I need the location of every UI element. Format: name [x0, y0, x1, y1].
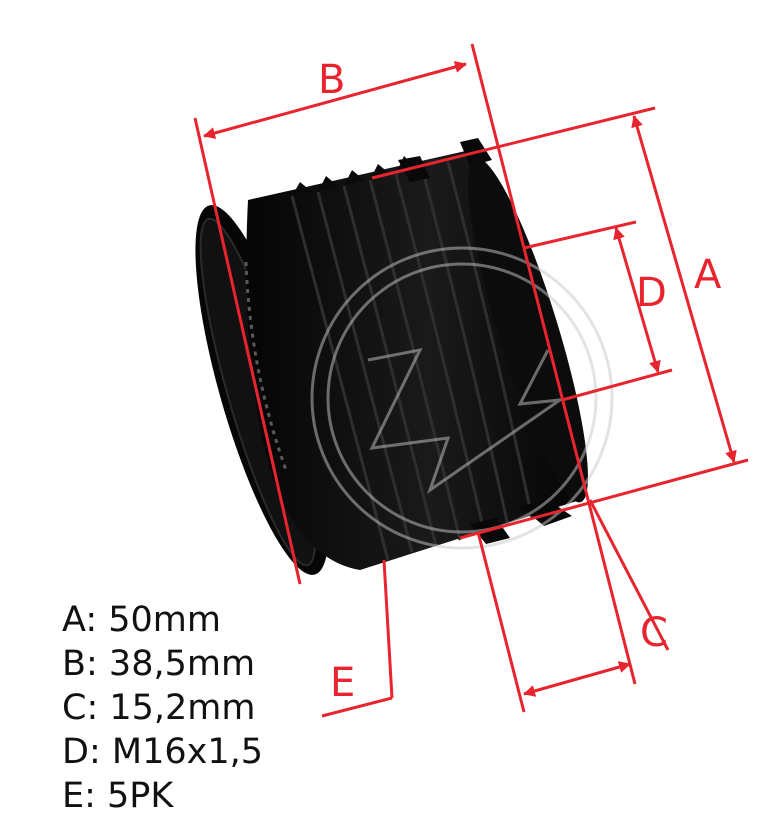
dimension-label-d: D	[636, 270, 667, 316]
front-face	[468, 157, 588, 503]
spec-item-a: A: 50mm	[62, 600, 221, 640]
spec-item-c: C: 15,2mm	[62, 688, 256, 728]
dimension-a-extension-bottom	[459, 458, 749, 540]
pulley-ribs	[290, 161, 534, 561]
spec-item-e: E: 5PK	[62, 776, 174, 816]
spec-item-d: D: M16x1,5	[62, 732, 263, 772]
dimension-e	[321, 559, 394, 718]
dimension-label-b: B	[318, 57, 345, 103]
dimension-e-underline	[321, 696, 393, 718]
spec-list: A: 50mm B: 38,5mm C: 15,2mm D: M16x1,5 E…	[62, 598, 263, 818]
dimension-label-c: C	[640, 610, 668, 656]
dimension-e-leader	[382, 559, 394, 699]
front-lug-bottom	[520, 500, 572, 526]
spec-item-b: B: 38,5mm	[62, 644, 256, 684]
dimension-label-a: A	[694, 252, 722, 298]
dimension-d-line	[613, 227, 661, 373]
dimension-b	[193, 43, 637, 685]
dimension-c-line	[523, 661, 631, 697]
dimension-d-extension-bottom	[561, 368, 673, 402]
dimension-c	[476, 499, 670, 713]
dimension-label-e: E	[330, 660, 355, 706]
dimension-b-extension-right	[470, 43, 637, 685]
dimension-d	[523, 220, 673, 402]
dimension-a-line	[631, 115, 737, 463]
dimension-c-extension-mid	[588, 499, 670, 651]
brand-logo-watermark	[310, 246, 614, 550]
dimension-b-extension-left	[193, 117, 302, 585]
dimension-a-extension-top	[371, 106, 656, 180]
dimension-b-line	[203, 61, 467, 139]
dimension-a	[371, 106, 749, 540]
dimension-c-extension-left	[476, 531, 526, 713]
dimension-d-extension-top	[523, 220, 637, 250]
